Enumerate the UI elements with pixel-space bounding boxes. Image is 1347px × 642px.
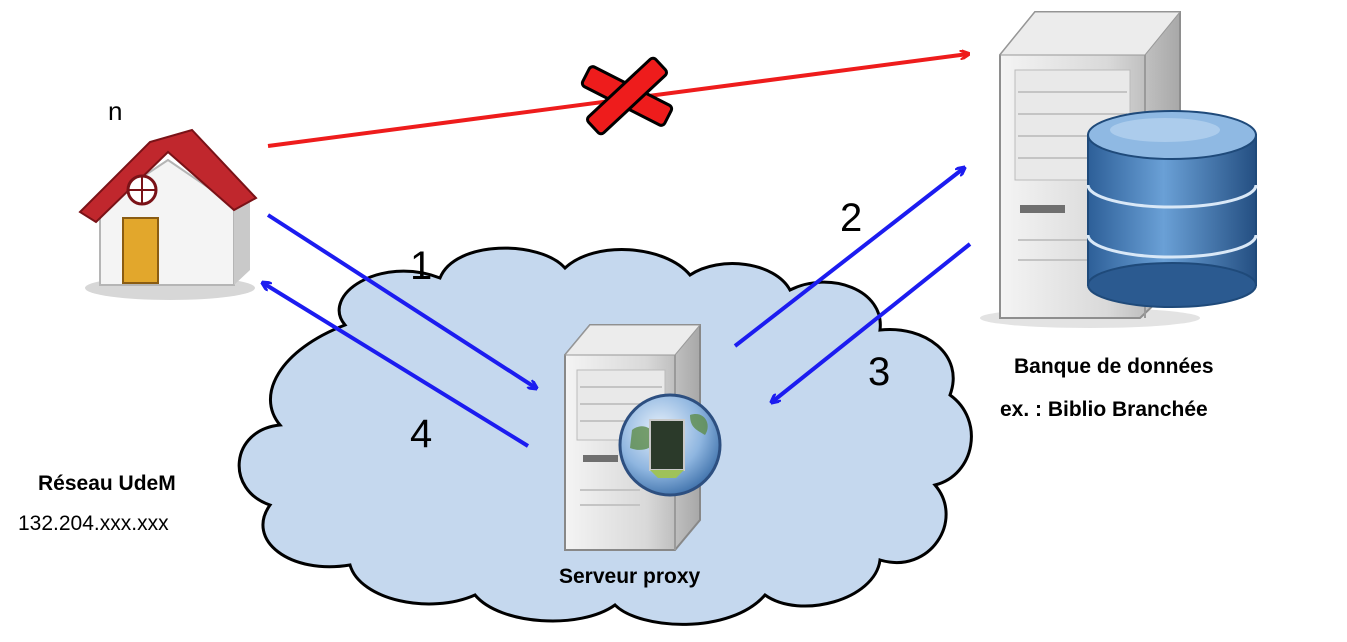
proxy-server-label: Serveur proxy	[559, 565, 701, 588]
house-icon	[78, 128, 258, 300]
udem-network-name: Réseau UdeM	[38, 472, 176, 495]
database-server-icon	[980, 11, 1258, 328]
arrow-step-2	[733, 168, 964, 348]
arrow-step-1	[266, 213, 536, 388]
database-name: Banque de données	[1014, 355, 1214, 378]
database-example: ex. : Biblio Branchée	[1000, 398, 1208, 421]
step-label-4: 4	[410, 412, 433, 456]
partial-text: n	[108, 96, 123, 126]
arrow-step-4	[263, 283, 530, 448]
blocked-x-icon	[580, 56, 674, 136]
arrow-step-3	[772, 242, 972, 402]
step-label-3: 3	[868, 350, 891, 394]
proxy-server-icon	[563, 324, 722, 551]
step-label-2: 2	[840, 196, 863, 240]
udem-network-ip: 132.204.xxx.xxx	[18, 512, 169, 535]
step-label-1: 1	[410, 244, 433, 288]
